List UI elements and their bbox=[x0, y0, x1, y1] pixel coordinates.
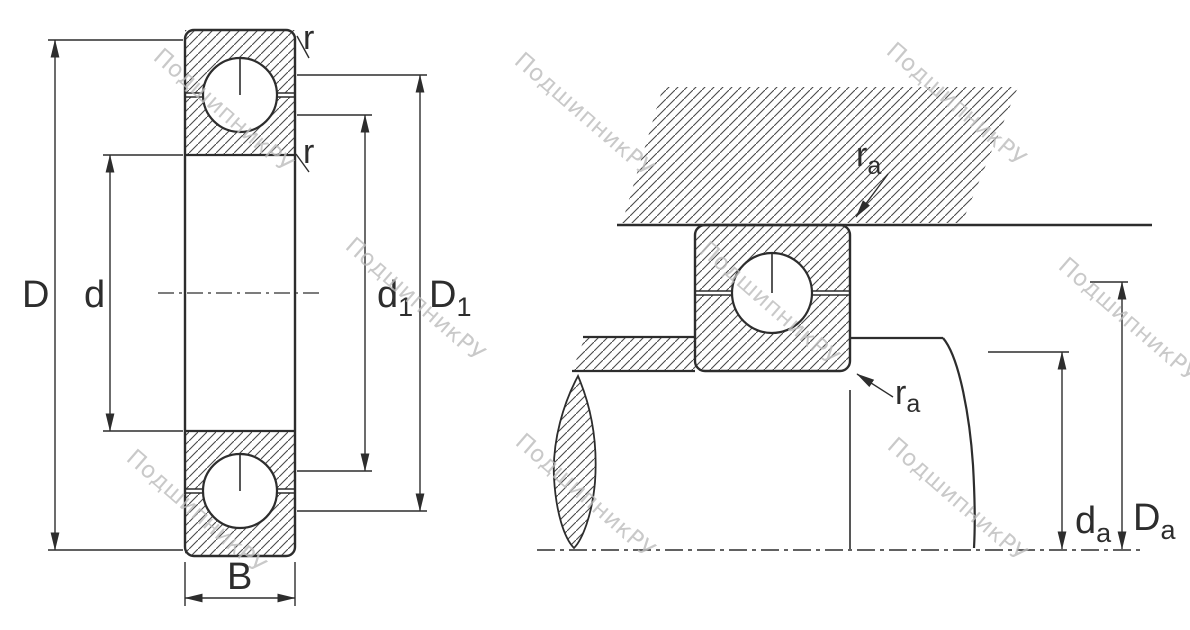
left-view-bearing-section bbox=[158, 28, 322, 558]
dimension-Da bbox=[1090, 281, 1128, 550]
mounted-bearing-outline bbox=[693, 223, 852, 373]
dimension-d1 bbox=[297, 114, 372, 472]
dim-label-d1: d1 bbox=[377, 274, 413, 322]
ra-top-arrow bbox=[855, 173, 889, 218]
right-view-dimensions bbox=[855, 173, 1128, 550]
dim-label-d: d bbox=[84, 274, 105, 316]
dimension-D1 bbox=[297, 74, 427, 512]
shoulder-contour-curve bbox=[942, 337, 976, 549]
dimension-B bbox=[184, 562, 296, 606]
dim-label-r-bottom: r bbox=[303, 133, 314, 171]
dimension-D bbox=[48, 39, 183, 551]
right-view-labels: ra ra da Da bbox=[856, 136, 1176, 548]
left-view-dimensions bbox=[48, 35, 427, 606]
left-view-labels: D d d1 D1 B r r bbox=[22, 19, 471, 598]
dim-label-D: D bbox=[22, 274, 49, 316]
dim-label-r-top: r bbox=[303, 19, 314, 57]
right-view-mounting bbox=[537, 87, 1152, 551]
shaft-breakout-section bbox=[552, 373, 597, 550]
dim-label-B: B bbox=[227, 556, 252, 598]
housing-section bbox=[622, 87, 1018, 223]
ra-bottom-arrow bbox=[856, 373, 894, 398]
dim-label-Da: Da bbox=[1133, 497, 1176, 545]
dim-label-da: da bbox=[1075, 500, 1112, 548]
dim-label-D1: D1 bbox=[429, 274, 471, 322]
shaft-shoulder-section bbox=[572, 337, 695, 371]
r-leader-lines bbox=[295, 35, 310, 173]
dimension-d bbox=[103, 154, 183, 432]
dim-label-ra-top: ra bbox=[856, 136, 881, 180]
dimension-da bbox=[988, 351, 1069, 550]
dim-label-ra-bottom: ra bbox=[895, 374, 920, 418]
